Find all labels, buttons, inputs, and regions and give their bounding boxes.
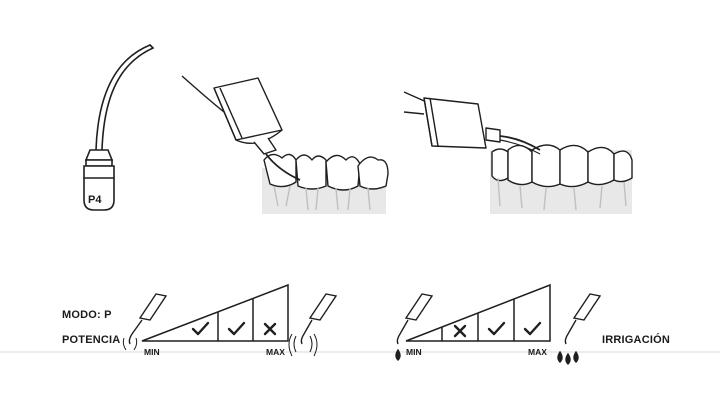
irrigation-level-marks bbox=[453, 321, 542, 338]
power-label: POTENCIA bbox=[62, 334, 121, 346]
irrigation-level-check-icon-2 bbox=[487, 321, 506, 336]
handpiece-max-power-icon bbox=[288, 293, 338, 357]
power-level-check-icon-2 bbox=[227, 321, 246, 336]
irrigation-level-check-icon-3 bbox=[523, 321, 542, 336]
irrigation-min-label: MIN bbox=[406, 347, 422, 357]
handpiece-min-power-icon bbox=[122, 293, 168, 351]
irrigation-gauge bbox=[405, 283, 551, 342]
irrigation-level-cross-icon-1 bbox=[453, 324, 467, 338]
irrigation-label: IRRIGACIÓN bbox=[602, 334, 670, 346]
power-gauge bbox=[141, 283, 289, 342]
scene-handpiece-arch bbox=[403, 91, 633, 214]
handpiece-min-water-icon bbox=[395, 293, 434, 361]
power-min-label: MIN bbox=[144, 347, 160, 357]
mode-label: MODO: P bbox=[62, 309, 112, 321]
power-level-marks bbox=[191, 321, 277, 336]
power-max-label: MAX bbox=[266, 347, 285, 357]
power-level-check-icon-1 bbox=[191, 321, 210, 336]
irrigation-max-label: MAX bbox=[528, 347, 547, 357]
handpiece-max-water-icon bbox=[557, 293, 602, 365]
scene-handpiece-mandible bbox=[181, 75, 389, 214]
tip-p4-icon bbox=[83, 44, 154, 211]
power-level-cross-icon-3 bbox=[263, 322, 277, 336]
tip-code-label: P4 bbox=[88, 194, 102, 206]
